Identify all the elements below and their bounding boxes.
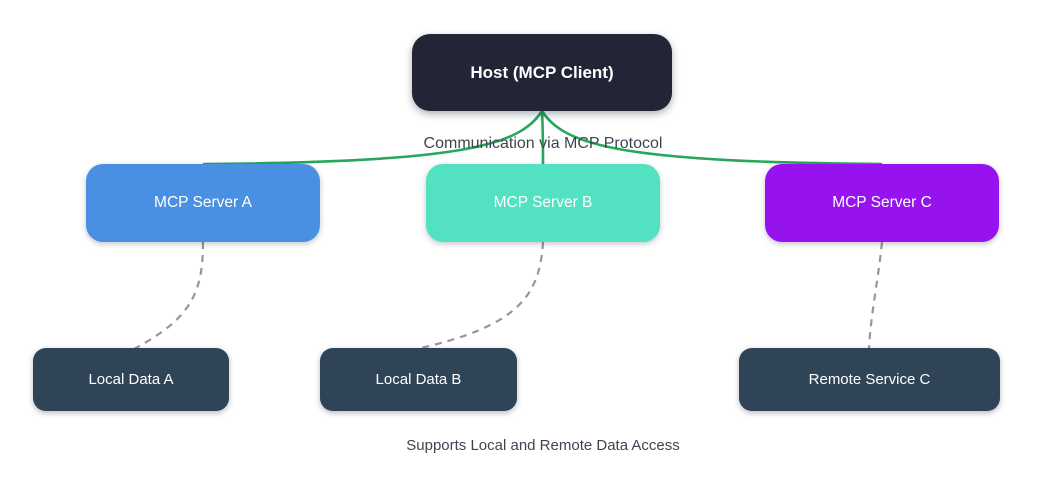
node-mcp-server-a-label: MCP Server A	[154, 194, 252, 211]
edge-group-label: Communication via MCP Protocol	[423, 135, 663, 152]
edge-server-c-to-remote-c	[867, 241, 884, 349]
node-mcp-server-a: MCP Server A	[86, 164, 320, 242]
edge-server-a-to-local-a	[133, 241, 205, 350]
node-local-data-a-label: Local Data A	[88, 371, 174, 388]
node-remote-service-c: Remote Service C	[739, 348, 1000, 411]
node-mcp-server-c: MCP Server C	[765, 164, 999, 242]
node-mcp-server-b: MCP Server B	[426, 164, 660, 242]
node-remote-service-c-label: Remote Service C	[808, 371, 931, 388]
node-local-data-a: Local Data A	[33, 348, 229, 411]
node-local-data-b-label: Local Data B	[375, 371, 462, 388]
node-host: Host (MCP Client)	[412, 34, 672, 111]
edge-server-b-to-local-b	[420, 241, 545, 350]
node-mcp-server-b-label: MCP Server B	[493, 194, 593, 211]
node-mcp-server-c-label: MCP Server C	[832, 194, 932, 211]
diagram-caption: Supports Local and Remote Data Access	[406, 437, 680, 454]
node-host-label: Host (MCP Client)	[470, 62, 614, 82]
node-local-data-b: Local Data B	[320, 348, 517, 411]
